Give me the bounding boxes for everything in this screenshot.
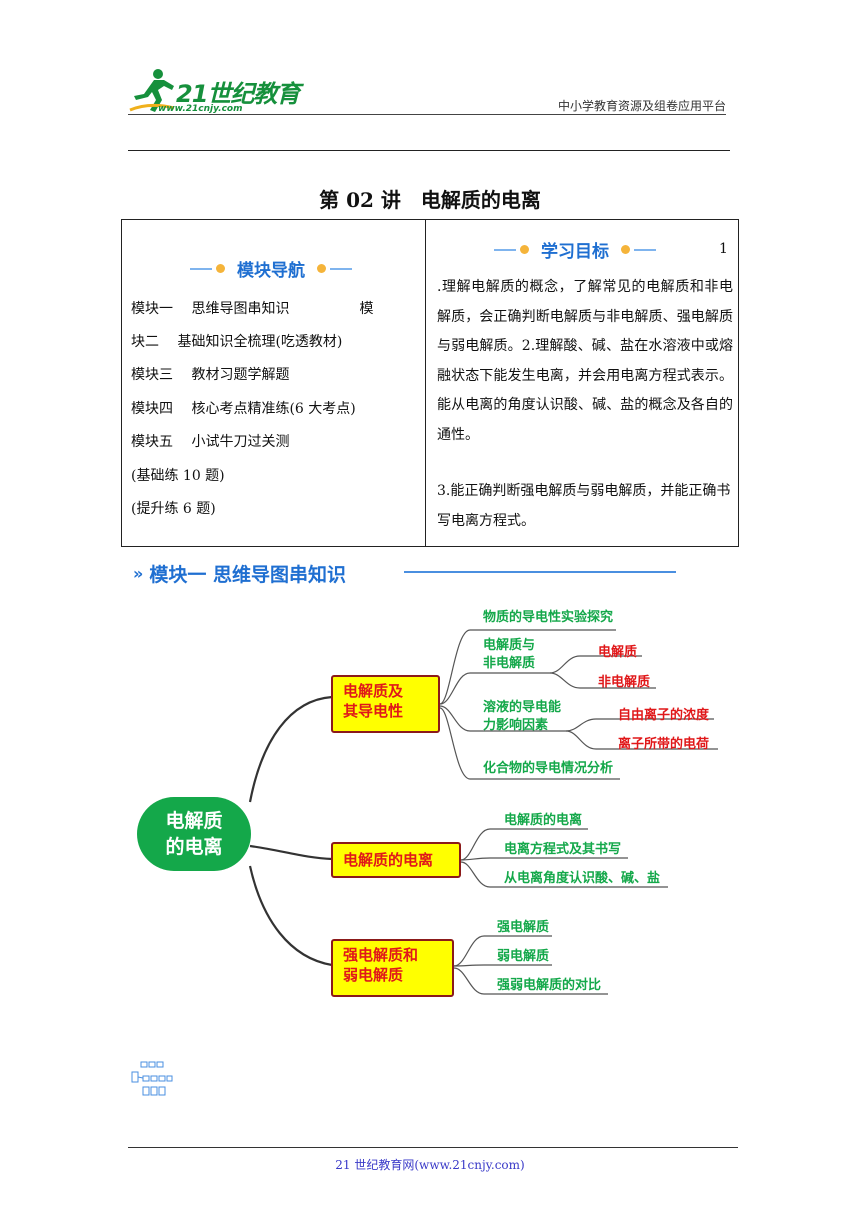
decor-line (494, 248, 516, 251)
branch1-line-1: 电解质及 (343, 682, 404, 700)
nav-heading-text: 模块导航 (237, 261, 305, 281)
header-divider-2 (128, 150, 730, 151)
decor-line (634, 248, 656, 251)
goals-heading-text: 学习目标 (541, 242, 609, 262)
header-tagline: 中小学教育资源及组卷应用平台 (557, 99, 726, 113)
nav-item-basic[interactable]: (基础练 10 题) (131, 468, 225, 484)
branch-electrolyte-conductivity: 电解质及 其导电性 (331, 675, 440, 733)
nav-item-advanced[interactable]: (提升练 6 题) (131, 501, 216, 517)
leaf-electrolyte: 电解质 (598, 645, 638, 660)
leaf-ionization-equation: 电离方程式及其书写 (504, 842, 622, 857)
module1-underline (404, 571, 676, 573)
leaf-text-line: 非电解质 (483, 656, 536, 671)
goals-heading: 学习目标 (494, 237, 656, 262)
goals-text-2: 3.能正确判断强电解质与弱电解质，并能正确书写电离方程式。 (437, 483, 731, 529)
decor-line (330, 267, 352, 270)
mindmap-root: 电解质 的电离 (137, 797, 251, 871)
decor-dot (520, 245, 529, 254)
leaf-strong-electrolyte: 强电解质 (497, 920, 550, 935)
site-logo[interactable]: 21世纪教育 www.21cnjy.com (128, 66, 300, 120)
decor-dot (317, 264, 326, 273)
leaf-ion-charge: 离子所带的电荷 (618, 737, 710, 752)
goals-text-1: .理解电解质的概念，了解常见的电解质和非电解质，会正确判断电解质与非电解质、强电… (437, 279, 733, 443)
double-chevron-icon: » (133, 564, 144, 583)
leaf-solution-conductivity-factors: 溶液的导电能 力影响因素 (483, 699, 561, 735)
nav-item-module4[interactable]: 模块四 核心考点精准练(6 大考点) (131, 401, 356, 417)
root-line-2: 的电离 (165, 836, 223, 858)
branch3-line-1: 强电解质和 (343, 946, 419, 964)
leaf-free-ion-concentration: 自由离子的浓度 (618, 708, 710, 723)
nav-item-module5[interactable]: 模块五 小试牛刀过关测 (131, 434, 290, 450)
leaf-weak-electrolyte: 弱电解质 (497, 949, 550, 964)
leaf-conductivity-experiment: 物质的导电性实验探究 (483, 610, 614, 625)
module1-title: 模块一 思维导图串知识 (149, 564, 346, 586)
leaf-non-electrolyte: 非电解质 (598, 675, 651, 690)
nav-item-module1[interactable]: 模块一 思维导图串知识 模 (131, 301, 374, 317)
leaf-text-line: 溶液的导电能 (483, 700, 562, 715)
leaf-acid-base-salt: 从电离角度认识酸、碱、盐 (504, 871, 661, 886)
mindmap-thumbnail-icon (131, 1061, 173, 1096)
branch1-line-2: 其导电性 (343, 702, 404, 720)
decor-dot (216, 264, 225, 273)
leaf-compound-conductivity: 化合物的导电情况分析 (483, 761, 614, 776)
branch3-line-2: 弱电解质 (343, 966, 404, 984)
decor-dot (621, 245, 630, 254)
nav-item-module2[interactable]: 块二 基础知识全梳理(吃透教材) (131, 334, 343, 350)
leaf-text-line: 电解质与 (483, 638, 536, 653)
leaf-text-line: 力影响因素 (483, 718, 549, 733)
leaf-electrolyte-ionization: 电解质的电离 (504, 813, 583, 828)
decor-line (190, 267, 212, 270)
table-column-divider (425, 219, 426, 547)
overview-table (121, 219, 739, 547)
branch-strong-weak-electrolyte: 强电解质和 弱电解质 (331, 939, 454, 997)
logo-text: 21世纪教育 (176, 80, 300, 108)
footer-link[interactable]: 21 世纪教育网(www.21cnjy.com) (335, 1158, 525, 1172)
goals-page-mark: 1 (719, 241, 728, 257)
runner-logo-icon (129, 69, 175, 112)
nav-item-module3[interactable]: 模块三 教材习题学解题 (131, 367, 290, 383)
branch-electrolyte-ionization: 电解质的电离 (331, 842, 461, 878)
nav-heading: 模块导航 (190, 256, 352, 281)
leaf-strong-weak-compare: 强弱电解质的对比 (497, 978, 602, 993)
page-title: 第 02 讲 电解质的电离 (319, 188, 541, 212)
footer-divider (128, 1147, 738, 1148)
header-divider (128, 114, 726, 115)
leaf-electrolyte-vs-non: 电解质与 非电解质 (483, 637, 535, 673)
root-line-1: 电解质 (165, 810, 223, 832)
logo-url: www.21cnjy.com (158, 104, 243, 114)
module1-banner: » 模块一 思维导图串知识 (133, 560, 346, 587)
